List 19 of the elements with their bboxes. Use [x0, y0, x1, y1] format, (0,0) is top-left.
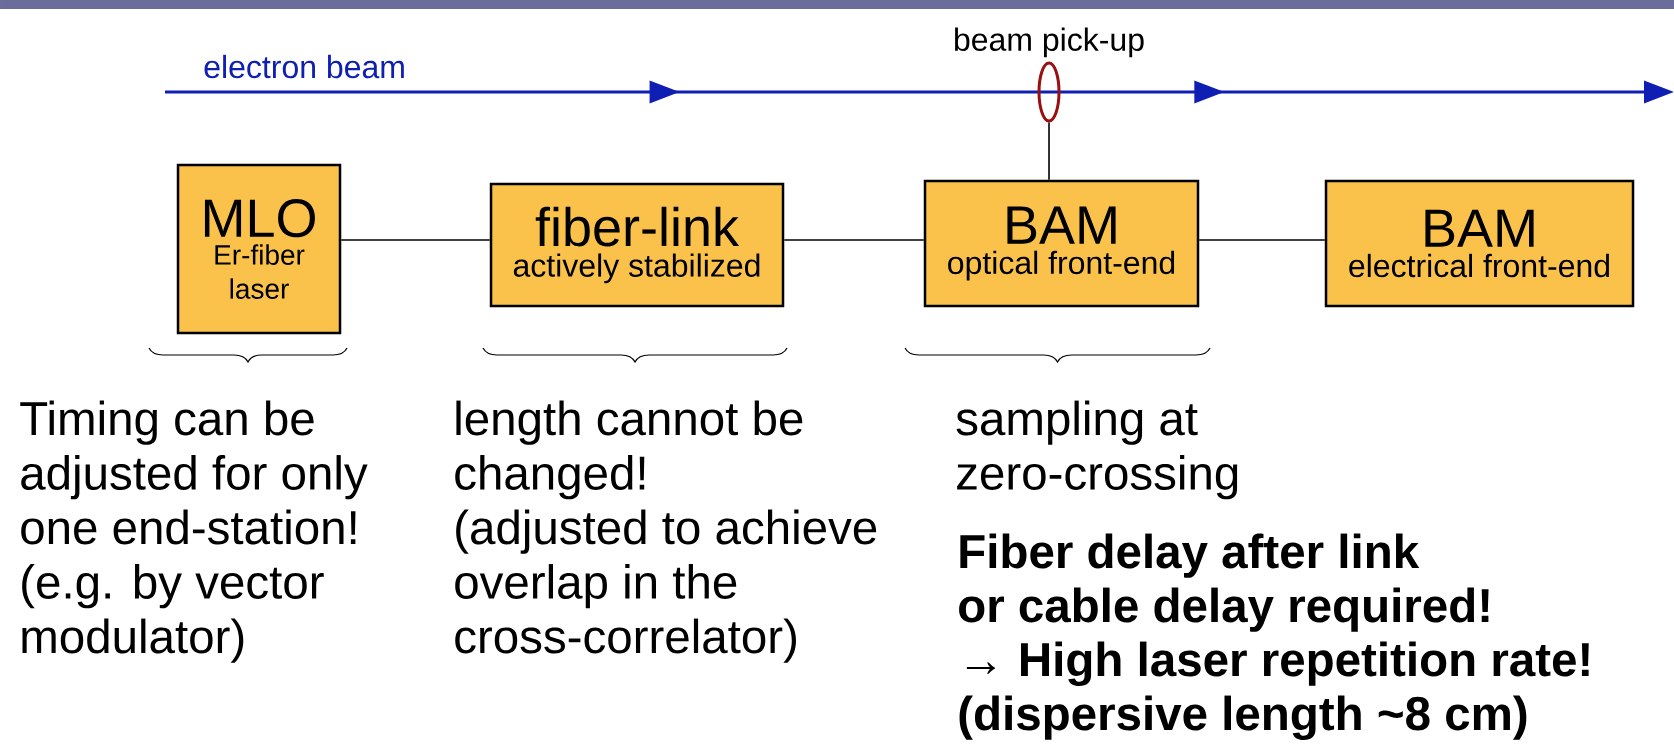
connector-line	[1048, 121, 1050, 181]
pick-up-ring: beam pick-up	[955, 27, 1144, 123]
note-text: (dispersive length ~8 cm)	[959, 695, 1527, 741]
note-text: length cannot be changed!	[455, 400, 803, 500]
process-box: MLO Er-fiber laser	[176, 163, 342, 335]
process-box: BAM optical front-end	[923, 179, 1200, 308]
note-text: → High laser repetition rate!	[966, 641, 1589, 687]
node-label: beam pick-up	[955, 27, 1144, 58]
note-text: or cable delay required!	[959, 587, 1489, 632]
process-box: fiber-link actively stabilized	[489, 182, 785, 308]
connector-line	[1198, 239, 1326, 241]
note-text: (adjusted to achieve overlap in the cross-correlator)	[455, 509, 877, 663]
note-text: Timing can be adjusted for only one end-station! (e.g. by vector modulator)	[20, 400, 368, 663]
connector-line	[340, 239, 491, 241]
note-text: Fiber delay after link	[960, 533, 1420, 578]
process-box: BAM electrical front-end	[1324, 179, 1635, 308]
connector-line	[783, 239, 925, 241]
note-text: sampling at zero-crossing	[956, 400, 1238, 500]
beam-label: electron beam	[204, 54, 404, 79]
